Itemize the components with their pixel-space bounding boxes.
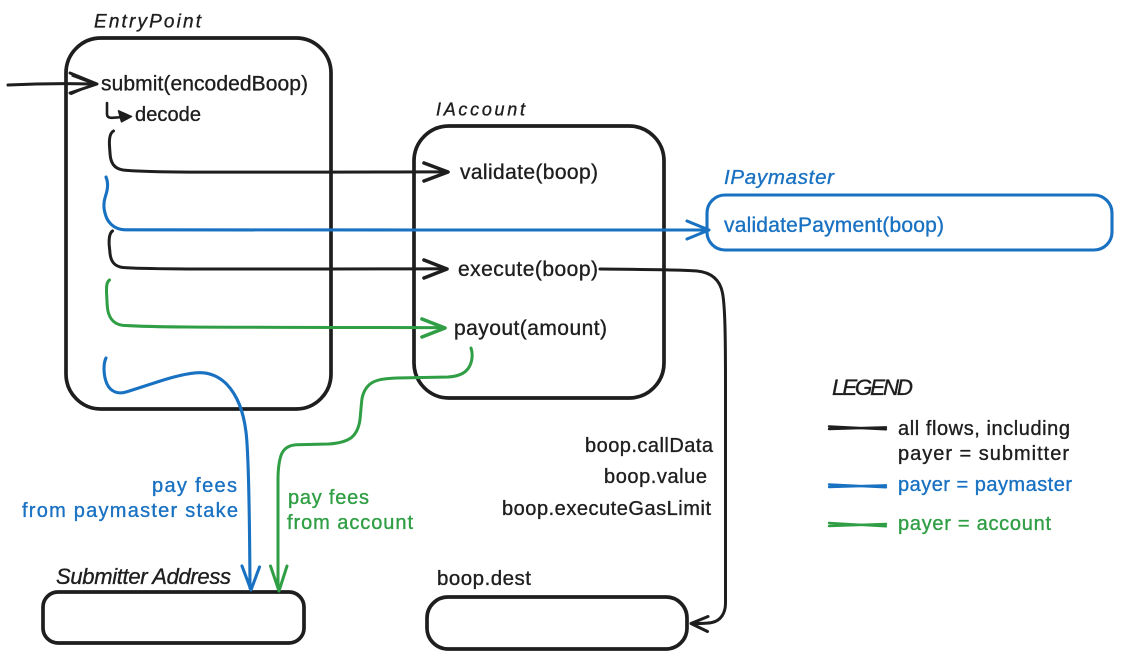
svg-text:validatePayment(boop): validatePayment(boop) (724, 214, 944, 237)
svg-text:boop.executeGasLimit: boop.executeGasLimit (502, 498, 711, 520)
svg-text:Submitter Address: Submitter Address (56, 564, 231, 589)
svg-text:boop.callData: boop.callData (585, 435, 714, 457)
svg-text:from account: from account (287, 512, 413, 534)
svg-text:submit(encodedBoop): submit(encodedBoop) (101, 73, 308, 96)
svg-text:EntryPoint: EntryPoint (94, 12, 202, 33)
svg-text:payer = account: payer = account (898, 513, 1051, 535)
svg-text:validate(boop): validate(boop) (460, 161, 598, 184)
svg-text:payer = submitter: payer = submitter (898, 443, 1069, 465)
svg-text:payout(amount): payout(amount) (454, 317, 607, 340)
svg-text:pay fees: pay fees (288, 487, 369, 509)
svg-text:from paymaster stake: from paymaster stake (22, 500, 238, 522)
svg-text:IAccount: IAccount (436, 100, 526, 120)
svg-text:pay fees: pay fees (152, 475, 237, 497)
svg-text:LEGEND: LEGEND (832, 375, 913, 400)
svg-text:boop.value: boop.value (604, 466, 707, 488)
svg-text:execute(boop): execute(boop) (458, 258, 598, 281)
svg-text:payer = paymaster: payer = paymaster (898, 474, 1072, 496)
svg-text:IPaymaster: IPaymaster (724, 166, 835, 189)
svg-text:boop.dest: boop.dest (437, 567, 531, 590)
svg-text:decode: decode (135, 104, 201, 126)
svg-text:all flows, including: all flows, including (898, 418, 1070, 440)
